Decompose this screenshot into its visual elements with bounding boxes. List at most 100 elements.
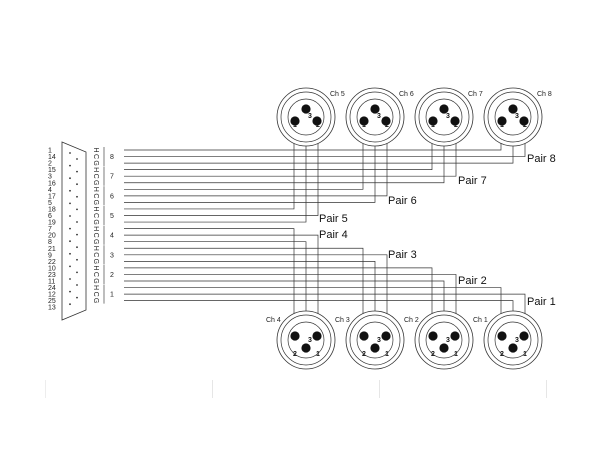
db25-pin-dot — [69, 278, 71, 280]
xlr-pin — [290, 116, 300, 126]
conductor-letter: C — [92, 213, 99, 218]
xlr-pin — [381, 116, 391, 126]
footer-divider — [546, 380, 547, 398]
db25-pin-dot — [76, 284, 78, 286]
db25-pin-numbers: 1142153164175186197208219221023112412251… — [48, 148, 56, 312]
xlr-pin-label: 3 — [515, 113, 519, 120]
wire — [124, 241, 307, 335]
xlr-pin-label: 3 — [515, 337, 519, 344]
conductor-letter: H — [92, 187, 99, 192]
conductor-letter: G — [92, 200, 99, 205]
xlr-pin-label: 1 — [523, 351, 527, 358]
pair-label: Pair 6 — [388, 195, 417, 207]
conductor-letter: H — [92, 167, 99, 172]
xlr-pin-label: 2 — [385, 122, 389, 129]
pair-number: 8 — [110, 154, 114, 161]
xlr-pin-label: 1 — [500, 122, 504, 129]
db25-pin-label: 12 — [48, 292, 56, 299]
pair-number: 2 — [110, 272, 114, 279]
db25-pin-label: 15 — [48, 167, 56, 174]
db25-pin-dot — [69, 202, 71, 205]
wire — [124, 124, 388, 197]
channel-label: Ch 5 — [330, 91, 345, 98]
db25-pin-dot — [76, 183, 78, 186]
channel-label: Ch 2 — [404, 317, 419, 324]
db25-pin-dot — [69, 303, 71, 306]
xlr-pin — [428, 116, 438, 126]
pair-number: 6 — [110, 193, 114, 200]
xlr-pin — [290, 331, 300, 341]
conductor-letter: G — [92, 180, 99, 185]
db25-pin-dot — [76, 258, 78, 261]
xlr-pin — [312, 331, 322, 341]
db25-pin-dot — [69, 152, 71, 154]
xlr-inner-ring — [287, 98, 325, 136]
db25-pin-dot — [69, 177, 71, 180]
pair-number: 4 — [110, 233, 114, 240]
db25-pin-label: 9 — [48, 252, 52, 259]
db25-pin-label: 21 — [48, 246, 56, 253]
db25-pin-dot — [69, 252, 71, 255]
xlr-pin-label: 3 — [446, 337, 450, 344]
xlr-pin-label: 1 — [431, 122, 435, 129]
db25-pin-label: 7 — [48, 226, 52, 233]
wire — [124, 254, 388, 335]
pair-number: 7 — [110, 174, 114, 181]
xlr-pin-label: 2 — [523, 122, 527, 129]
pair-label: Pair 4 — [319, 229, 348, 241]
db25-shell — [61, 141, 87, 321]
db25-pin-dot — [69, 265, 71, 268]
xlr-pin — [301, 343, 311, 353]
conductor-letter: G — [92, 278, 99, 283]
conductor-letter: G — [92, 219, 99, 224]
xlr-pin — [370, 343, 380, 353]
channel-label: Ch 7 — [468, 91, 483, 98]
db25-pin-label: 22 — [48, 259, 56, 266]
wire — [124, 124, 319, 216]
xlr-pin — [381, 331, 391, 341]
footer-divider — [212, 380, 213, 398]
db25-pin-dot — [76, 296, 78, 299]
channel-label: Ch 4 — [266, 317, 281, 324]
xlr-pin-label: 2 — [316, 122, 320, 129]
xlr-pin — [519, 331, 529, 341]
xlr-pin — [450, 116, 460, 126]
db25-pin-label: 25 — [48, 298, 56, 305]
wire — [124, 228, 295, 335]
wire — [124, 124, 376, 203]
db25-pin-dot — [76, 195, 78, 198]
db25-pin-dot — [76, 208, 78, 211]
footer-divider — [45, 380, 46, 398]
xlr-pin — [312, 116, 322, 126]
wire — [124, 261, 376, 335]
xlr-inner-ring — [494, 321, 532, 359]
conductor-letter: H — [92, 265, 99, 270]
db25-pin-label: 13 — [48, 305, 56, 312]
conductor-letter: C — [92, 193, 99, 198]
conductor-letter: H — [92, 285, 99, 290]
db25-pin-dot — [76, 221, 78, 223]
db25-pin-label: 18 — [48, 206, 56, 213]
db25-pin-dot — [69, 290, 71, 293]
xlr-pin — [439, 104, 449, 114]
db25-pin-dot — [76, 233, 78, 236]
conductor-letter: G — [92, 298, 99, 303]
db25-pin-label: 14 — [48, 154, 56, 161]
db25-pin-label: 20 — [48, 233, 56, 240]
xlr-pin — [508, 104, 518, 114]
db25-pin-label: 10 — [48, 265, 56, 272]
xlr-pin-label: 1 — [385, 351, 389, 358]
xlr-pin — [359, 116, 369, 126]
conductor-letter: C — [92, 174, 99, 179]
db25-pin-dot — [76, 158, 78, 160]
xlr-pin-label: 3 — [308, 337, 312, 344]
xlr-pin-label: 3 — [446, 113, 450, 120]
xlr-pin-label: 3 — [377, 337, 381, 344]
db25-pin-label: 3 — [48, 174, 52, 181]
